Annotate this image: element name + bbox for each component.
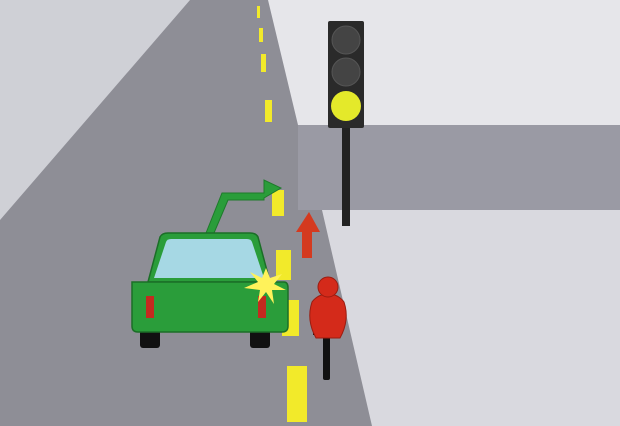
lane-dash (272, 190, 284, 216)
car-rear-window (154, 239, 264, 278)
lane-dash (287, 366, 307, 422)
cyclist-body (310, 294, 347, 338)
sidewalk-right-upper (268, 0, 620, 125)
lane-dash (265, 100, 272, 122)
traffic-light-lamp-top (332, 26, 360, 54)
car-tail-light-left (146, 296, 154, 318)
lane-dash (259, 28, 263, 42)
traffic-light-lamp-bottom (331, 91, 361, 121)
cyclist-head (318, 277, 338, 297)
traffic-light-lamp-middle (332, 58, 360, 86)
lane-dash (257, 6, 260, 18)
sidewalk-right-lower (322, 210, 620, 426)
cyclist-arrow-shaft (302, 232, 312, 258)
traffic-light-pole (342, 126, 350, 226)
lane-dash (261, 54, 266, 72)
cyclist-wheel (323, 336, 330, 380)
